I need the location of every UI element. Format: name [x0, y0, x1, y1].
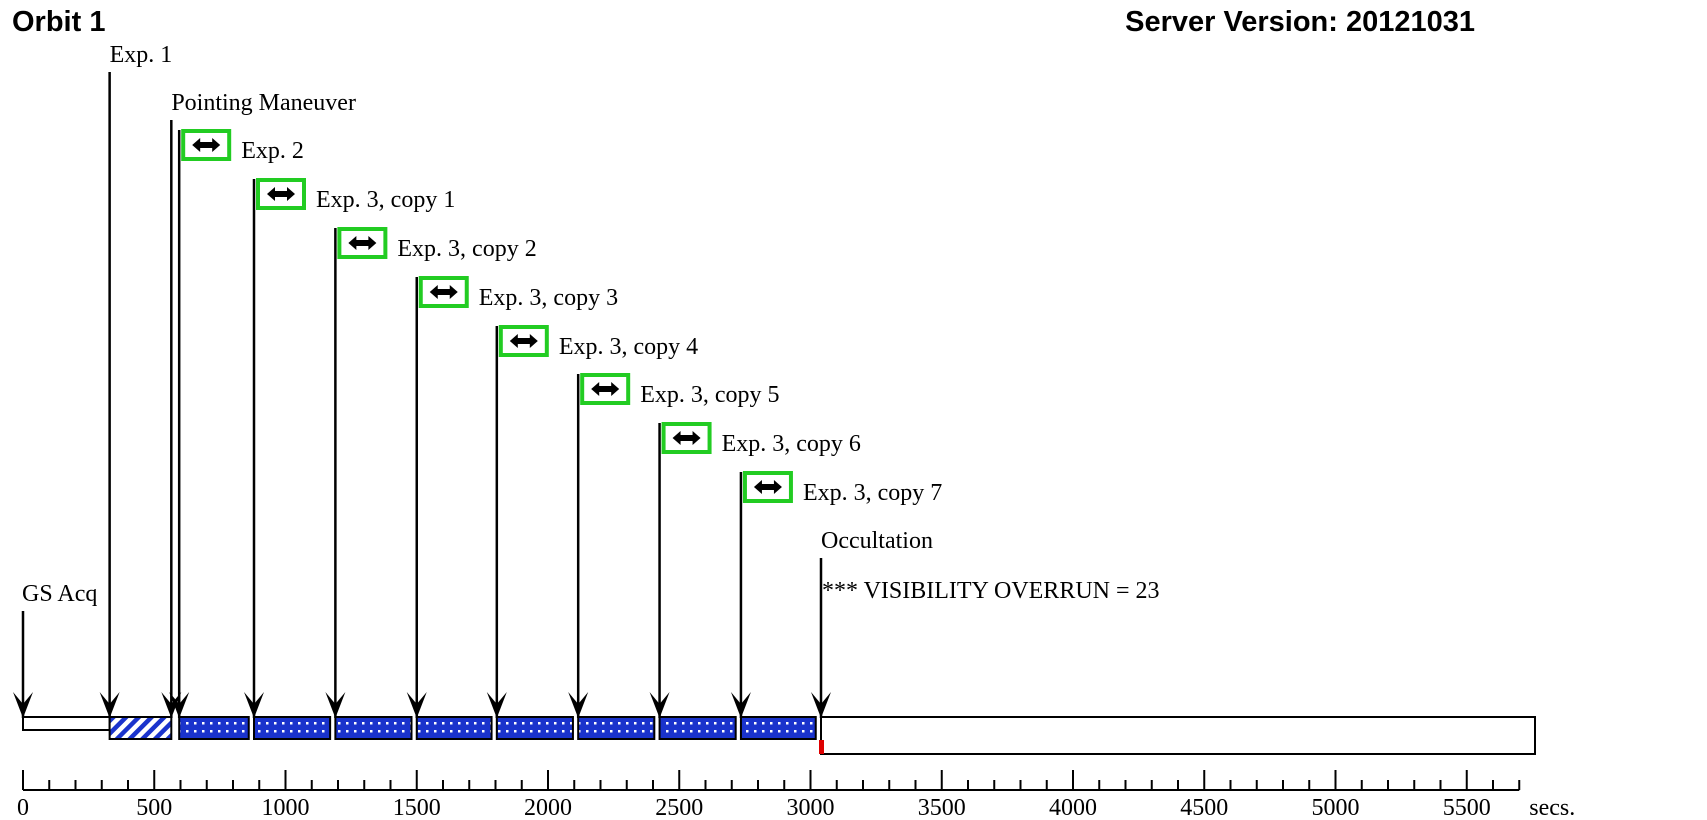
exposure-segment [253, 716, 332, 740]
resize-arrows-icon [509, 334, 538, 348]
maneuver-segment [108, 716, 173, 740]
exp-2-label: Exp. 2 [241, 138, 304, 164]
axis-unit-label: secs. [1529, 795, 1575, 820]
exp-3-copy-2-label: Exp. 3, copy 2 [397, 236, 536, 262]
exp-3-copy-3-label: Exp. 3, copy 3 [479, 285, 618, 311]
resize-arrows-icon [192, 138, 221, 152]
tick-label-4000: 4000 [1049, 795, 1097, 820]
occultation-arrow-icon [811, 692, 831, 718]
tick-label-5000: 5000 [1312, 795, 1360, 820]
gs-acq-arrow-icon [13, 692, 33, 718]
orbit-title: Orbit 1 [12, 6, 106, 38]
resize-arrows-icon [672, 431, 701, 445]
exp-3-copy-4-arrow-icon [486, 692, 507, 718]
exp-3-copy-6-arrow-icon [649, 692, 670, 718]
exposure-segment [739, 716, 817, 740]
exp-3-copy-7-arrow-icon [730, 692, 751, 718]
tick-label-500: 500 [136, 795, 172, 820]
resize-arrows-icon [753, 480, 782, 494]
resize-arrows-icon [429, 285, 458, 299]
pointing-maneuver-label: Pointing Maneuver [171, 90, 356, 116]
resize-arrows-icon [591, 382, 620, 396]
tick-label-2000: 2000 [524, 795, 572, 820]
exp-3-copy-2-edit-button[interactable] [337, 227, 388, 259]
exposure-segment [178, 716, 250, 740]
server-version: Server Version: 20121031 [1125, 6, 1475, 38]
exp-3-copy-5-arrow-icon [568, 692, 589, 718]
exp-3-copy-3-arrow-icon [406, 692, 427, 718]
exp-2-arrow-icon [169, 692, 190, 718]
exp-3-copy-7-edit-button[interactable] [742, 471, 793, 503]
tick-label-0: 0 [17, 795, 29, 820]
exp-3-copy-6-edit-button[interactable] [661, 422, 712, 454]
overrun-marker [819, 740, 824, 754]
exp-3-copy-5-edit-button[interactable] [580, 373, 631, 405]
exp-3-copy-1-arrow-icon [244, 692, 264, 718]
exp-1-arrow-icon [99, 692, 120, 718]
exp-3-copy-6-label: Exp. 3, copy 6 [722, 431, 861, 457]
tick-label-3000: 3000 [787, 795, 835, 820]
pointing-maneuver-arrow-icon [161, 692, 182, 718]
resize-arrows-icon [348, 236, 377, 250]
exp-3-copy-4-edit-button[interactable] [498, 325, 549, 357]
exp-3-copy-5-label: Exp. 3, copy 5 [640, 382, 779, 408]
exp-3-copy-4-label: Exp. 3, copy 4 [559, 334, 698, 360]
tick-label-5500: 5500 [1443, 795, 1491, 820]
exp-3-copy-1-label: Exp. 3, copy 1 [316, 187, 455, 213]
idle-segment [22, 716, 111, 731]
tick-label-3500: 3500 [918, 795, 966, 820]
idle-segment [820, 716, 1536, 755]
exposure-segment [577, 716, 656, 740]
tick-label-1000: 1000 [262, 795, 310, 820]
gs-acq-label: GS Acq [22, 581, 97, 607]
exp-3-copy-2-arrow-icon [325, 692, 346, 718]
tick-label-4500: 4500 [1180, 795, 1228, 820]
exposure-segment [415, 716, 493, 740]
tick-label-2500: 2500 [655, 795, 703, 820]
exposure-segment [658, 716, 737, 740]
exp-3-copy-3-edit-button[interactable] [418, 276, 469, 308]
exp-1-label: Exp. 1 [110, 42, 173, 68]
exposure-segment [334, 716, 413, 740]
occultation-label: Occultation [821, 528, 933, 554]
exp-2-edit-button[interactable] [181, 129, 232, 161]
exposure-segment [495, 716, 574, 740]
resize-arrows-icon [267, 187, 295, 201]
exp-3-copy-7-label: Exp. 3, copy 7 [803, 480, 942, 506]
exp-3-copy-1-edit-button[interactable] [256, 178, 306, 210]
tick-label-1500: 1500 [393, 795, 441, 820]
occultation-note: *** VISIBILITY OVERRUN = 23 [822, 578, 1160, 604]
